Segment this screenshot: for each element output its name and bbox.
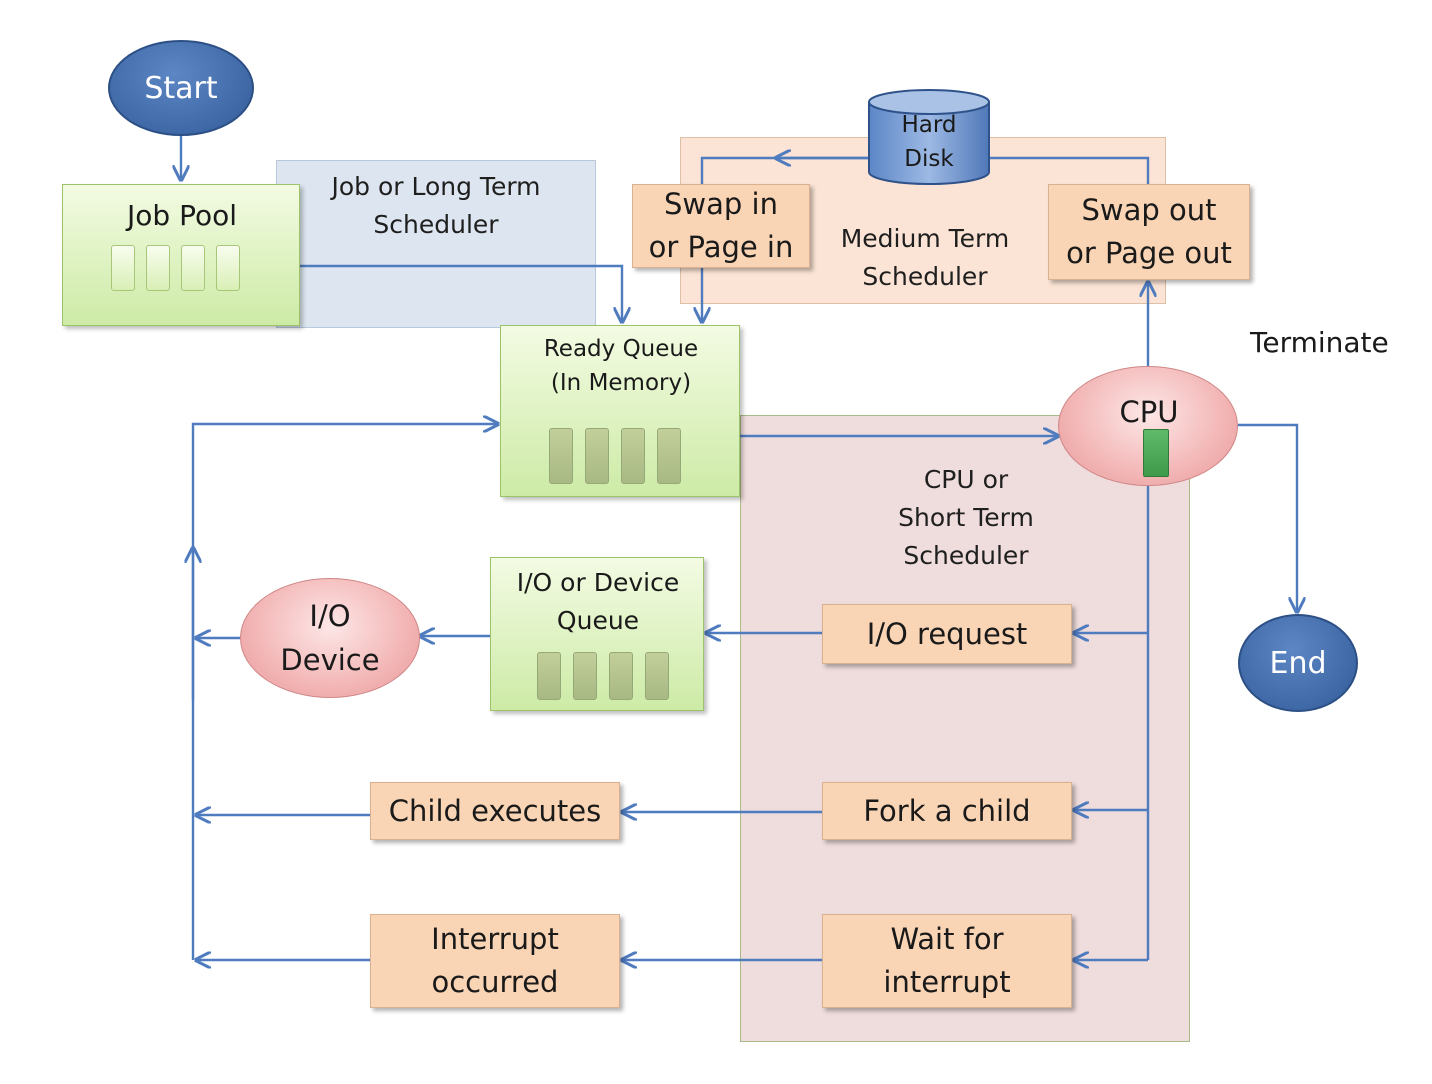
io-slot-2 [573,652,597,700]
io-request-box: I/O request [822,604,1072,664]
io-device-node: I/O Device [240,578,420,698]
io-queue-line2: Queue [556,606,640,635]
medium-term-line2: Scheduler [862,262,988,291]
end-terminal: End [1238,614,1358,712]
ready-slot-4 [657,428,681,484]
wait-interrupt-box: Wait for interrupt [822,914,1072,1008]
child-executes-label: Child executes [388,793,602,828]
terminate-label: Terminate [1250,326,1389,359]
interrupt-occurred-box: Interrupt occurred [370,914,620,1008]
ready-slot-3 [621,428,645,484]
arrow-disk-to-swapin [700,156,870,184]
cpu-node: CPU [1058,366,1238,486]
end-label: End [1269,645,1327,681]
hard-disk-icon [868,89,990,185]
io-queue-title: I/O or Device Queue [491,564,705,640]
swap-out-line2: or Page out [1066,236,1232,270]
long-term-line1: Job or Long Term [331,172,541,201]
ready-slot-2 [585,428,609,484]
io-request-label: I/O request [866,616,1028,651]
ready-queue-line2: (In Memory) [550,370,692,396]
io-slot-4 [645,652,669,700]
cpu-running-slot [1143,429,1169,477]
job-slot-2 [146,245,170,291]
short-term-line3: Scheduler [903,541,1029,570]
arrow-swapout-to-disk [988,156,1150,184]
interrupt-occurred-line1: Interrupt [431,922,559,956]
arrow-jobpool-to-ready [300,264,622,322]
swap-in-line2: or Page in [648,230,794,264]
io-queue-box: I/O or Device Queue [490,557,704,711]
swap-in-box: Swap in or Page in [632,184,810,268]
io-slot-1 [537,652,561,700]
ready-queue-box: Ready Queue (In Memory) [500,325,740,497]
io-queue-line1: I/O or Device [516,568,680,597]
io-device-line1: I/O [309,599,351,633]
start-label: Start [144,70,218,106]
long-term-line2: Scheduler [373,210,499,239]
wait-interrupt-line2: interrupt [883,965,1011,999]
job-slot-3 [181,245,205,291]
short-term-line1: CPU or [923,465,1009,494]
hard-disk-line2: Disk [904,146,954,172]
short-term-line2: Short Term [898,503,1034,532]
cpu-label: CPU [1119,395,1179,429]
medium-term-line1: Medium Term [840,224,1010,253]
short-term-scheduler-label: CPU or Short Term Scheduler [866,461,1066,575]
interrupt-occurred-line2: occurred [431,965,559,999]
wait-interrupt-line1: Wait for [890,922,1004,956]
fork-child-box: Fork a child [822,782,1072,840]
swap-out-box: Swap out or Page out [1048,184,1250,280]
io-slot-3 [609,652,633,700]
long-term-scheduler-region [276,160,596,328]
job-slot-1 [111,245,135,291]
long-term-scheduler-label: Job or Long Term Scheduler [296,168,576,244]
ready-queue-title: Ready Queue (In Memory) [501,332,741,400]
io-device-line2: Device [280,643,380,677]
medium-term-scheduler-label: Medium Term Scheduler [820,220,1030,296]
child-executes-box: Child executes [370,782,620,840]
start-terminal: Start [108,40,254,136]
line-left-return [191,424,498,960]
fork-child-label: Fork a child [863,793,1031,828]
hard-disk-line1: Hard [901,112,957,138]
arrow-cpu-to-end [1238,423,1297,612]
swap-out-line1: Swap out [1081,193,1217,227]
job-pool-box: Job Pool [62,184,300,326]
job-pool-title: Job Pool [127,199,237,232]
hard-disk-label: Hard Disk [866,108,992,176]
swap-in-line1: Swap in [664,187,778,221]
ready-slot-1 [549,428,573,484]
job-slot-4 [216,245,240,291]
ready-queue-line1: Ready Queue [543,336,699,362]
